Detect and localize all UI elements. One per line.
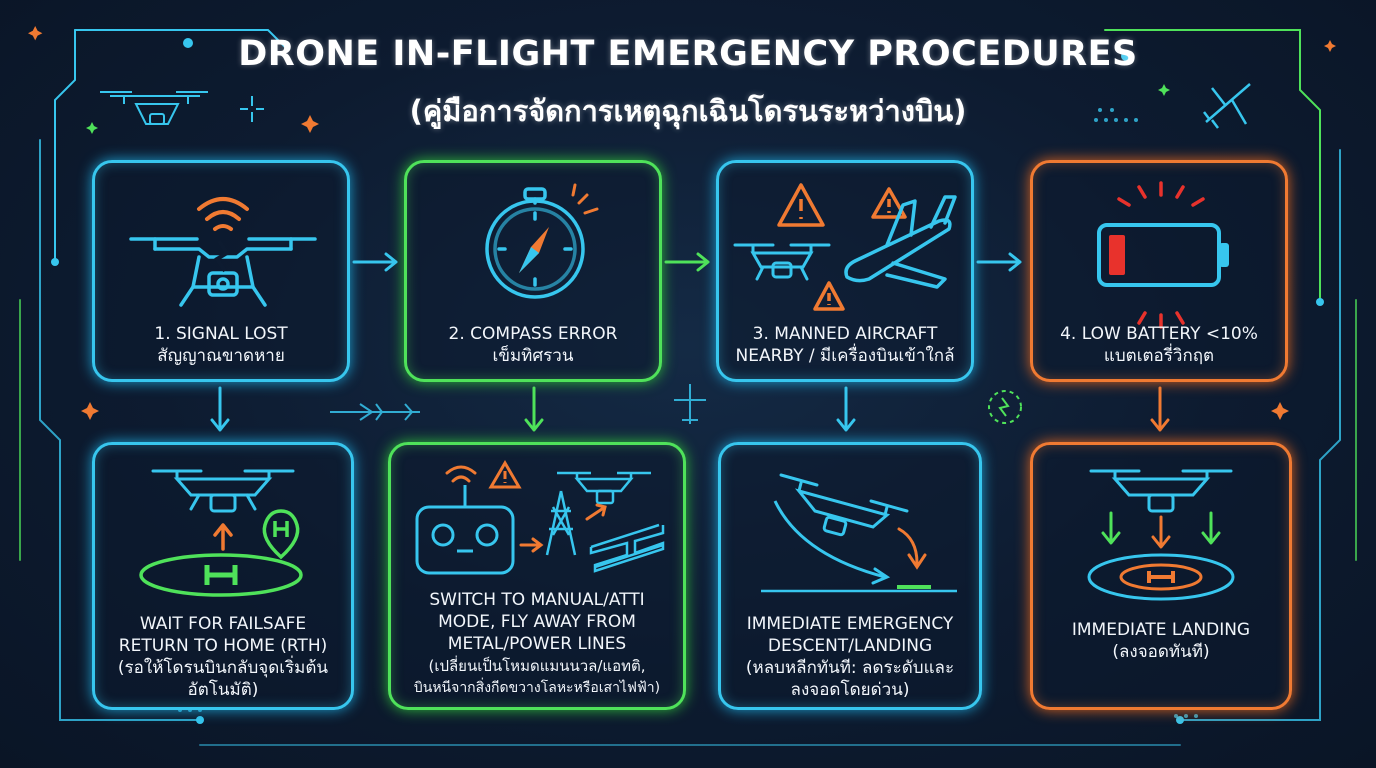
- steel-beam-icon: [589, 523, 665, 573]
- action-line: (เปลี่ยนเป็นโหมดแมนนวล/แอทติ,: [428, 657, 646, 675]
- broken-drone-icon: [129, 197, 317, 307]
- action-line: (รอให้โดรนบินกลับจุดเริ่มต้น: [117, 658, 329, 678]
- problem-title: 3. MANNED AIRCRAFT: [752, 324, 938, 344]
- airplane-icon: [674, 384, 706, 424]
- problem-card-manned-aircraft: 3. MANNED AIRCRAFT NEARBY / มีเครื่องบิน…: [716, 160, 974, 382]
- low-battery-icon: [1097, 181, 1229, 329]
- action-card-rth: WAIT FOR FAILSAFE RETURN TO HOME (RTH) (…: [92, 442, 354, 710]
- problem-title-thai: เข็มทิศรวน: [492, 346, 574, 366]
- helipad-icon: [139, 553, 303, 597]
- action-line: RETURN TO HOME (RTH): [118, 636, 328, 656]
- drone-icon: [1089, 469, 1233, 513]
- action-line: METAL/POWER LINES: [447, 634, 627, 654]
- aircraft-warning-icon: [733, 183, 957, 311]
- problem-title: 1. SIGNAL LOST: [154, 324, 288, 344]
- return-home-icon: [139, 469, 303, 597]
- airplane-icon: [844, 195, 957, 289]
- problem-card-signal-lost: 1. SIGNAL LOST สัญญาณขาดหาย: [92, 160, 350, 382]
- problem-card-compass-error: 2. COMPASS ERROR เข็มทิศรวน: [404, 160, 662, 382]
- problem-title-thai: สัญญาณขาดหาย: [157, 346, 285, 366]
- action-line: ลงจอดโดยด่วน): [790, 680, 910, 700]
- drone-icon: [733, 243, 831, 281]
- action-card-emergency-descent: IMMEDIATE EMERGENCY DESCENT/LANDING (หลบ…: [718, 442, 982, 710]
- action-line: (หลบหลีกทันที: ลดระดับและ: [745, 658, 955, 678]
- arrow-right: [976, 252, 1022, 272]
- remote-controller-icon: [415, 485, 515, 575]
- arrow-right: [664, 252, 710, 272]
- action-card-manual-mode: SWITCH TO MANUAL/ATTI MODE, FLY AWAY FRO…: [388, 442, 686, 710]
- arrow-down: [1150, 386, 1170, 432]
- problem-card-low-battery: 4. LOW BATTERY <10% แบตเตอรี่วิกฤต: [1030, 160, 1288, 382]
- drone-icon: [557, 471, 651, 505]
- action-line: บินหนีจากสิ่งกีดขวางโลหะหรือเสาไฟฟ้า): [413, 680, 661, 696]
- action-line: DESCENT/LANDING: [767, 636, 933, 656]
- drone-icon: [779, 473, 909, 537]
- arrow-right: [352, 252, 398, 272]
- action-card-immediate-landing: IMMEDIATE LANDING (ลงจอดทันที): [1030, 442, 1292, 710]
- problem-title-thai: NEARBY / มีเครื่องบินเข้าใกล้: [735, 346, 955, 366]
- page-title: DRONE IN-FLIGHT EMERGENCY PROCEDURES: [238, 34, 1138, 74]
- action-line: อัตโนมัติ): [187, 680, 259, 700]
- helipad-icon: [1087, 553, 1235, 601]
- warning-icon: [777, 183, 907, 311]
- action-line: IMMEDIATE LANDING: [1071, 620, 1251, 640]
- wifi-signal-icon: [445, 465, 477, 483]
- problem-title: 4. LOW BATTERY <10%: [1060, 324, 1258, 344]
- wifi-signal-icon: [197, 197, 249, 231]
- page-subtitle: (คู่มือการจัดการเหตุฉุกเฉินโดรนระหว่างบิ…: [409, 94, 967, 128]
- drone-icon: [151, 469, 295, 513]
- target-icon: [988, 390, 1022, 424]
- landing-icon: [1087, 469, 1235, 601]
- action-line: (ลงจอดทันที): [1112, 642, 1210, 662]
- home-pin-icon: [262, 509, 300, 560]
- manual-mode-icon: [415, 460, 665, 575]
- airplane-icon: [330, 403, 420, 421]
- warning-icon: [488, 460, 522, 489]
- problem-title: 2. COMPASS ERROR: [448, 324, 618, 344]
- descending-drone-icon: [761, 473, 957, 593]
- compass-icon: [485, 183, 599, 299]
- power-tower-icon: [545, 490, 577, 556]
- action-line: SWITCH TO MANUAL/ATTI: [429, 590, 645, 610]
- problem-title-thai: แบตเตอรี่วิกฤต: [1103, 346, 1215, 366]
- action-line: IMMEDIATE EMERGENCY: [746, 614, 954, 634]
- action-line: WAIT FOR FAILSAFE: [139, 614, 307, 634]
- arrow-down: [524, 386, 544, 432]
- arrow-down: [210, 386, 230, 432]
- arrow-down: [836, 386, 856, 432]
- action-line: MODE, FLY AWAY FROM: [438, 612, 636, 632]
